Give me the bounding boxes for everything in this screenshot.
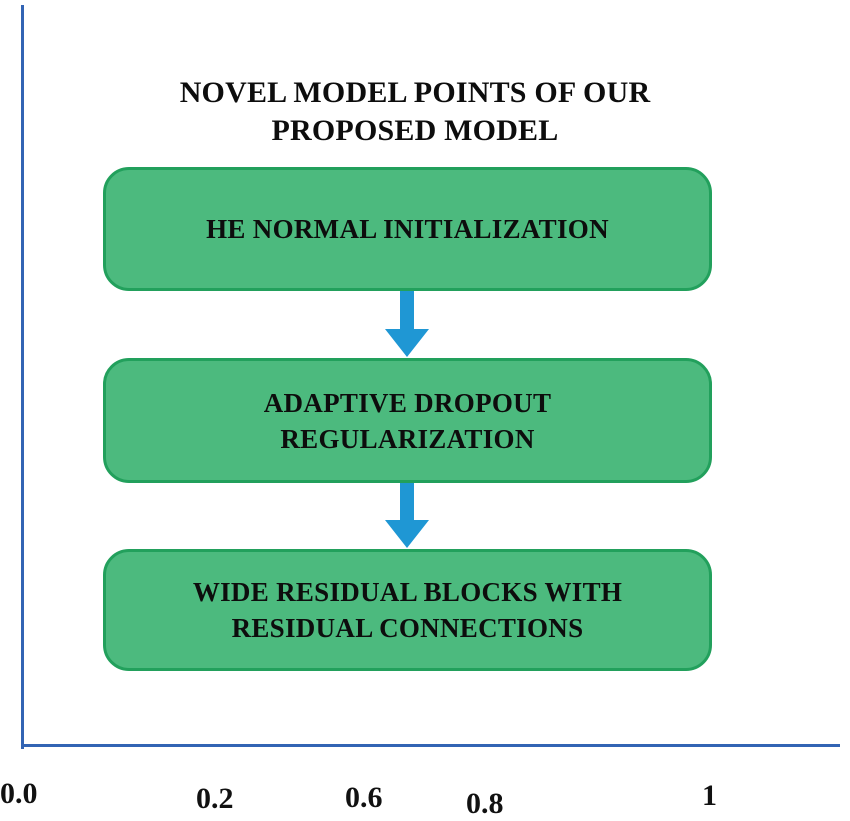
page-title: NOVEL MODEL POINTS OF OUR PROPOSED MODEL: [179, 76, 651, 147]
process-node-wide-residual-blocks[interactable]: WIDE RESIDUAL BLOCKS WITH RESIDUAL CONNE…: [103, 549, 712, 671]
arrow-down-icon: [383, 483, 431, 550]
x-axis-tick-label: 1: [702, 779, 717, 812]
x-axis-tick-label: 0.0: [0, 777, 38, 810]
x-axis-tick-label: 0.8: [466, 787, 504, 820]
process-node-adaptive-dropout-regularization[interactable]: ADAPTIVE DROPOUT REGULARIZATION: [103, 358, 712, 483]
x-axis-tick-label: 0.2: [196, 782, 234, 815]
x-axis-line: [21, 744, 840, 747]
process-node-he-normal-initialization[interactable]: HE NORMAL INITIALIZATION: [103, 167, 712, 291]
arrow-down-icon: [383, 291, 431, 359]
x-axis-tick-label: 0.6: [345, 781, 383, 814]
y-axis-line: [21, 5, 24, 749]
